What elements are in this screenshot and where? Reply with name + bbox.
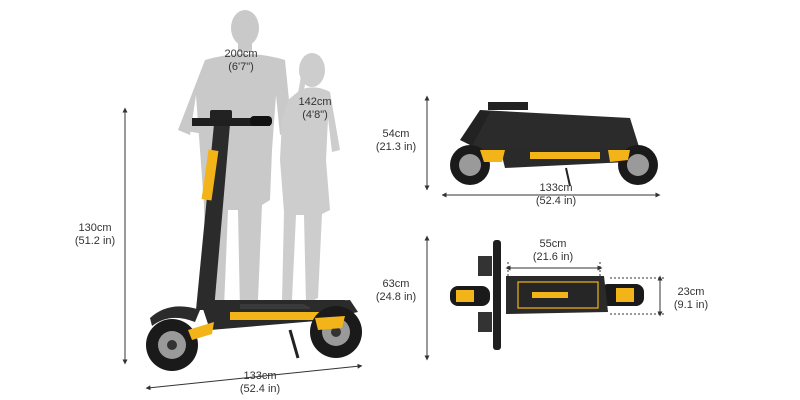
- folded-height-in: (21.3 in): [375, 141, 417, 153]
- top-width-label: 63cm (24.8 in): [368, 278, 424, 304]
- deck-width-label: 23cm (9.1 in): [664, 286, 718, 312]
- tall-person-height-cm: 200cm: [224, 48, 258, 60]
- short-person-height-ft: (4'8"): [302, 109, 328, 121]
- deck-length-label: 55cm (21.6 in): [525, 238, 581, 264]
- side-length-label: 133cm (52.4 in): [232, 370, 288, 396]
- tall-person-height-ft: (6'7"): [228, 61, 254, 73]
- side-height-label: 130cm (51.2 in): [68, 222, 122, 248]
- scooter-top-view: [450, 240, 644, 350]
- side-length-cm: 133cm: [243, 370, 277, 382]
- deck-width-cm: 23cm: [677, 286, 705, 298]
- short-person-height-cm: 142cm: [298, 96, 332, 108]
- folded-length-cm: 133cm: [539, 182, 573, 194]
- side-length-in: (52.4 in): [239, 383, 281, 395]
- folded-length-in: (52.4 in): [535, 195, 577, 207]
- short-person-silhouette: [280, 53, 340, 304]
- top-width-cm: 63cm: [382, 278, 410, 290]
- scooter-side-view: [146, 110, 362, 371]
- scooter-folded-view: [450, 102, 658, 187]
- deck-length-cm: 55cm: [539, 238, 567, 250]
- side-height-cm: 130cm: [78, 222, 112, 234]
- side-height-in: (51.2 in): [74, 235, 116, 247]
- top-width-in: (24.8 in): [375, 291, 417, 303]
- dimension-lines: [122, 95, 664, 391]
- side-length-line: [145, 363, 363, 391]
- tall-person-height-label: 200cm (6'7"): [216, 48, 266, 74]
- short-person-height-label: 142cm (4'8"): [290, 96, 340, 122]
- deck-length-in: (21.6 in): [532, 251, 574, 263]
- deck-width-in: (9.1 in): [673, 299, 709, 311]
- folded-height-cm: 54cm: [382, 128, 410, 140]
- folded-length-label: 133cm (52.4 in): [528, 182, 584, 208]
- folded-height-label: 54cm (21.3 in): [368, 128, 424, 154]
